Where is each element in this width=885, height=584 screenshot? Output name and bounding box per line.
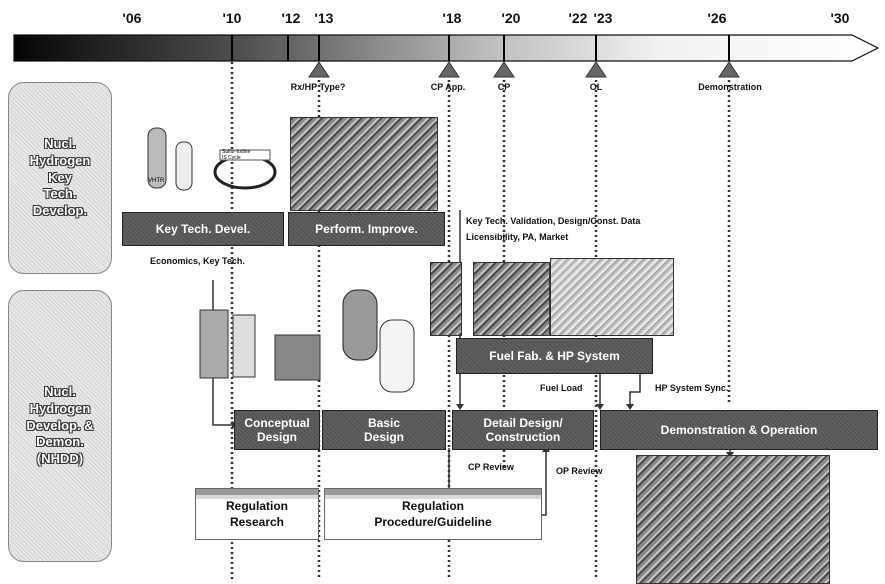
milestone-label: OL xyxy=(590,82,603,92)
hp-system-photo xyxy=(550,258,674,336)
vhtr-is-cycle-figure: VHTR Sulfur-Iodine IS Cycle xyxy=(140,120,285,212)
section-key-tech: Nucl. Hydrogen Key Tech. Develop. xyxy=(8,82,112,274)
milestone-label: Demonstration xyxy=(698,82,762,92)
cp-review-note: CP Review xyxy=(468,462,514,472)
section-nhdd: Nucl. Hydrogen Develop. & Demon. (NHDD) xyxy=(8,290,112,562)
timeline-arrow xyxy=(14,35,878,61)
hp-sync-note: HP System Sync. xyxy=(655,383,728,393)
conceptual-figures xyxy=(195,305,325,385)
cycle-label: Sulfur-Iodine IS Cycle xyxy=(222,150,250,161)
detail-design-box: Detail Design/ Construction xyxy=(452,410,594,450)
lab-photo xyxy=(290,117,438,211)
key-tech-devel-box: Key Tech. Devel. xyxy=(122,212,284,246)
basic-design-box: Basic Design xyxy=(322,410,446,450)
regulation-research-box: Regulation Research xyxy=(195,488,319,540)
regulation-procedure-box: Regulation Procedure/Guideline xyxy=(324,488,542,540)
fuel-load-note: Fuel Load xyxy=(540,383,583,393)
validation-note: Key Tech. Validation, Design/Const. Data xyxy=(466,216,640,226)
demonstration-plant-photo xyxy=(636,455,830,584)
milestone-label: CP App. xyxy=(431,82,466,92)
licensibility-note: Licensibility, PA, Market xyxy=(466,232,568,242)
fuel-fab-box: Fuel Fab. & HP System xyxy=(456,338,653,374)
op-review-note: OP Review xyxy=(556,466,602,476)
fuel-photo xyxy=(430,262,462,336)
vhtr-label: VHTR xyxy=(148,178,164,184)
conceptual-design-box: Conceptual Design xyxy=(234,410,320,450)
milestone-markers xyxy=(309,62,739,77)
basic-design-figure xyxy=(335,280,425,400)
milestone-label: Rx/HP Type? xyxy=(291,82,346,92)
demonstration-operation-box: Demonstration & Operation xyxy=(600,410,878,450)
milestone-label: CP xyxy=(498,82,511,92)
economics-note: Economics, Key Tech. xyxy=(150,256,245,266)
perform-improve-box: Perform. Improve. xyxy=(288,212,445,246)
equipment-photo xyxy=(473,262,550,336)
